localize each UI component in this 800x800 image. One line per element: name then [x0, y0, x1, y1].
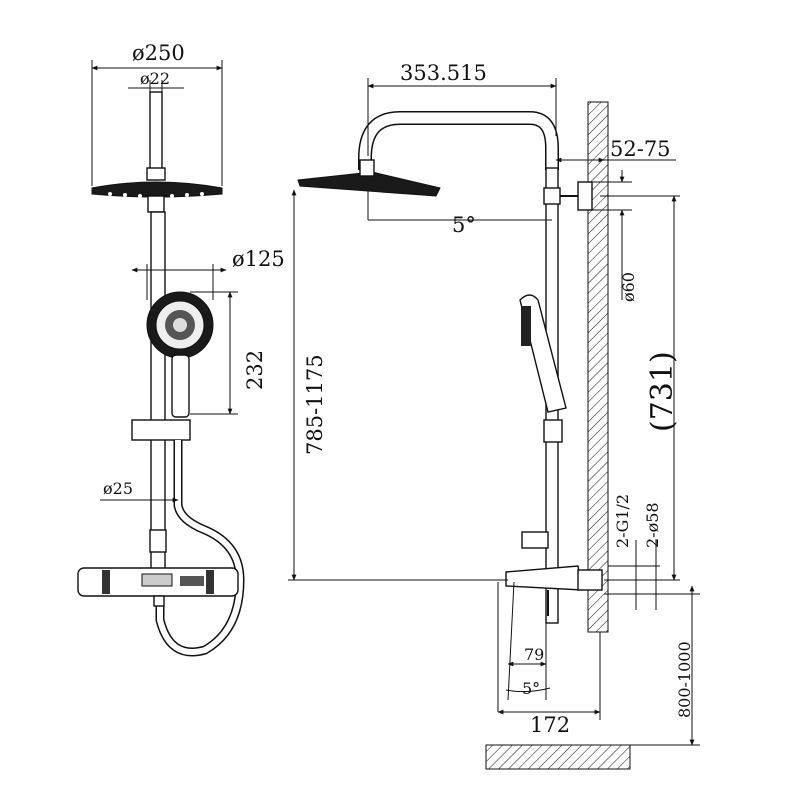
dim-rail-diameter: ø25: [103, 479, 133, 498]
side-inlet: [577, 569, 603, 591]
dim-arm-diameter: ø22: [140, 69, 170, 88]
dim-bracket-diameter: ø60: [619, 272, 638, 302]
dim-spout-angle: 5°: [522, 679, 540, 698]
side-hand-shower: [519, 294, 567, 413]
dim-height-range: 785-1175: [303, 354, 327, 455]
hand-shower-handle: [171, 354, 190, 418]
dim-center-height: (731): [645, 351, 680, 432]
shower-arm-pipe: [149, 91, 163, 171]
dim-mixer-depth: 172: [530, 713, 570, 737]
wall: [587, 101, 609, 633]
slide-rail: [150, 211, 166, 573]
head-connector: [146, 167, 166, 181]
dim-arm-reach: 353.515: [400, 61, 487, 85]
dim-inlet-thread: 2-G1/2: [613, 494, 632, 548]
diverter-knob: [149, 529, 167, 553]
side-view: 353.515 52-75 5° ø60 785-1175 (731) 2-G1…: [288, 61, 700, 770]
side-shower-arm: [358, 111, 559, 170]
dim-spout-reach: 79: [524, 645, 544, 664]
floor: [485, 744, 631, 770]
front-view: ø250 ø22 ø125 232 ø25: [77, 41, 285, 657]
dim-head-diameter: ø250: [132, 41, 185, 65]
side-mixer: [505, 565, 583, 591]
wall-bracket: [577, 181, 593, 211]
head-joint: [147, 195, 165, 213]
dim-inlet-flange: 2-ø58: [643, 502, 662, 548]
dim-head-tilt: 5°: [452, 213, 476, 237]
dim-wall-offset: 52-75: [610, 137, 671, 161]
head-nozzles: [108, 192, 204, 198]
slide-holder: [131, 419, 191, 441]
dim-hand-shower-height: 232: [243, 350, 267, 390]
mixer-outlet: [153, 595, 165, 607]
dim-install-height: 800-1000: [675, 641, 694, 718]
dim-hand-shower-diameter: ø125: [232, 247, 285, 271]
